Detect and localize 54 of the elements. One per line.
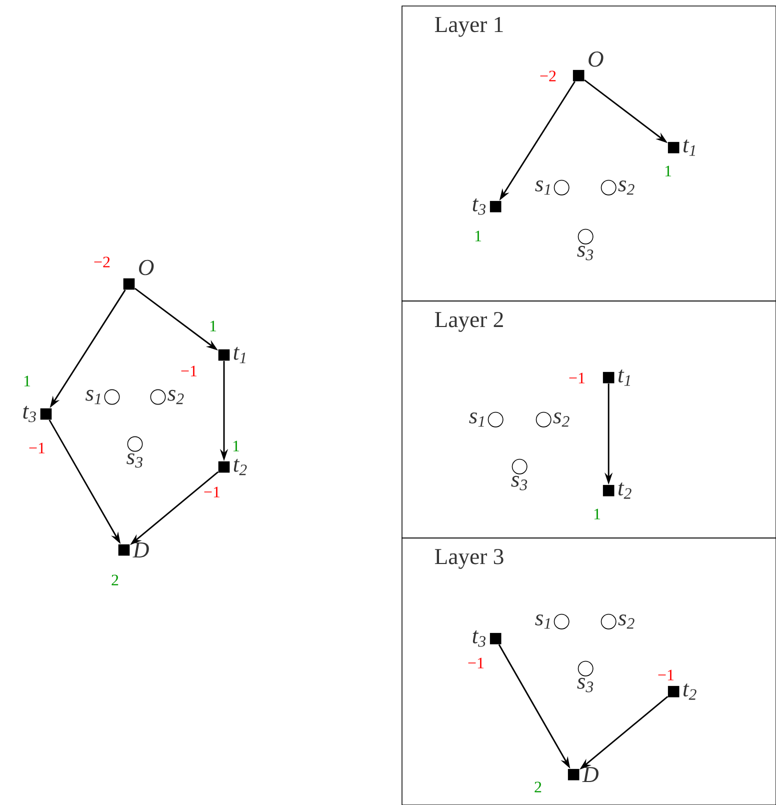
weight-label: −1 <box>569 372 585 384</box>
vertex-square: t$_{2}$ <box>668 684 696 700</box>
weight-label: 1 <box>594 508 600 520</box>
weight-label: −2 <box>540 70 556 82</box>
vertex-square: t$_{1}$ <box>602 370 630 386</box>
node-label: t$_{3}$ <box>472 630 486 647</box>
node-label: t$_{2}$ <box>683 684 696 700</box>
node-label: s$_{1}$ <box>86 390 100 404</box>
node-label: D <box>132 542 149 558</box>
vertex-square: D <box>568 767 598 782</box>
vertex-square: t$_{3}$ <box>472 198 502 215</box>
node-label: s$_{2}$ <box>618 180 634 195</box>
vertex-square: D <box>118 542 149 558</box>
weight-label: 2 <box>112 574 118 586</box>
vertex-square: O <box>123 260 154 290</box>
node-label: O <box>139 260 154 276</box>
node-label: t$_{1}$ <box>618 370 630 386</box>
vertex-square: t$_{2}$ <box>602 482 632 499</box>
node-label: t$_{2}$ <box>618 482 632 499</box>
node-label: s$_{3}$ <box>511 476 528 490</box>
vertex-square: t$_{1}$ <box>218 346 246 364</box>
weight-label: 2 <box>534 782 542 792</box>
node-label: t$_{3}$ <box>23 406 36 422</box>
vertex-square: O <box>572 52 604 82</box>
vertex-square: t$_{3}$ <box>472 630 502 647</box>
weight-label: −1 <box>181 366 197 376</box>
node-label: s$_{1}$ <box>535 180 550 195</box>
vertex-square: t$_{3}$ <box>23 406 52 422</box>
node-label: t$_{1}$ <box>234 346 246 364</box>
node-label: D <box>582 767 598 782</box>
node-label: t$_{1}$ <box>683 140 695 156</box>
node-label: s$_{3}$ <box>126 453 142 468</box>
weight-label: 1 <box>24 376 30 386</box>
node-label: s$_{3}$ <box>577 678 594 692</box>
node-label: t$_{2}$ <box>234 458 247 476</box>
weight-label: 1 <box>210 320 216 332</box>
node-label: s$_{2}$ <box>168 390 184 404</box>
node-label: s$_{2}$ <box>618 614 634 629</box>
node-label: t$_{3}$ <box>472 198 486 215</box>
vertex-square: t$_{1}$ <box>668 140 695 156</box>
weight-label: −1 <box>29 442 45 454</box>
weight-label: −1 <box>204 486 220 498</box>
node-label: s$_{3}$ <box>577 246 594 260</box>
node-label: s$_{1}$ <box>469 412 484 427</box>
node-label: s$_{1}$ <box>535 614 550 629</box>
weight-label: 1 <box>233 440 240 452</box>
vertex-square: t$_{2}$ <box>218 458 247 476</box>
weight-label: 1 <box>475 230 482 242</box>
weight-label: −1 <box>468 658 484 668</box>
node-label: s$_{2}$ <box>553 412 570 427</box>
node-label: O <box>588 52 604 67</box>
weight-label: −1 <box>658 670 674 680</box>
weight-label: −2 <box>94 256 110 268</box>
weight-label: 1 <box>665 166 672 176</box>
